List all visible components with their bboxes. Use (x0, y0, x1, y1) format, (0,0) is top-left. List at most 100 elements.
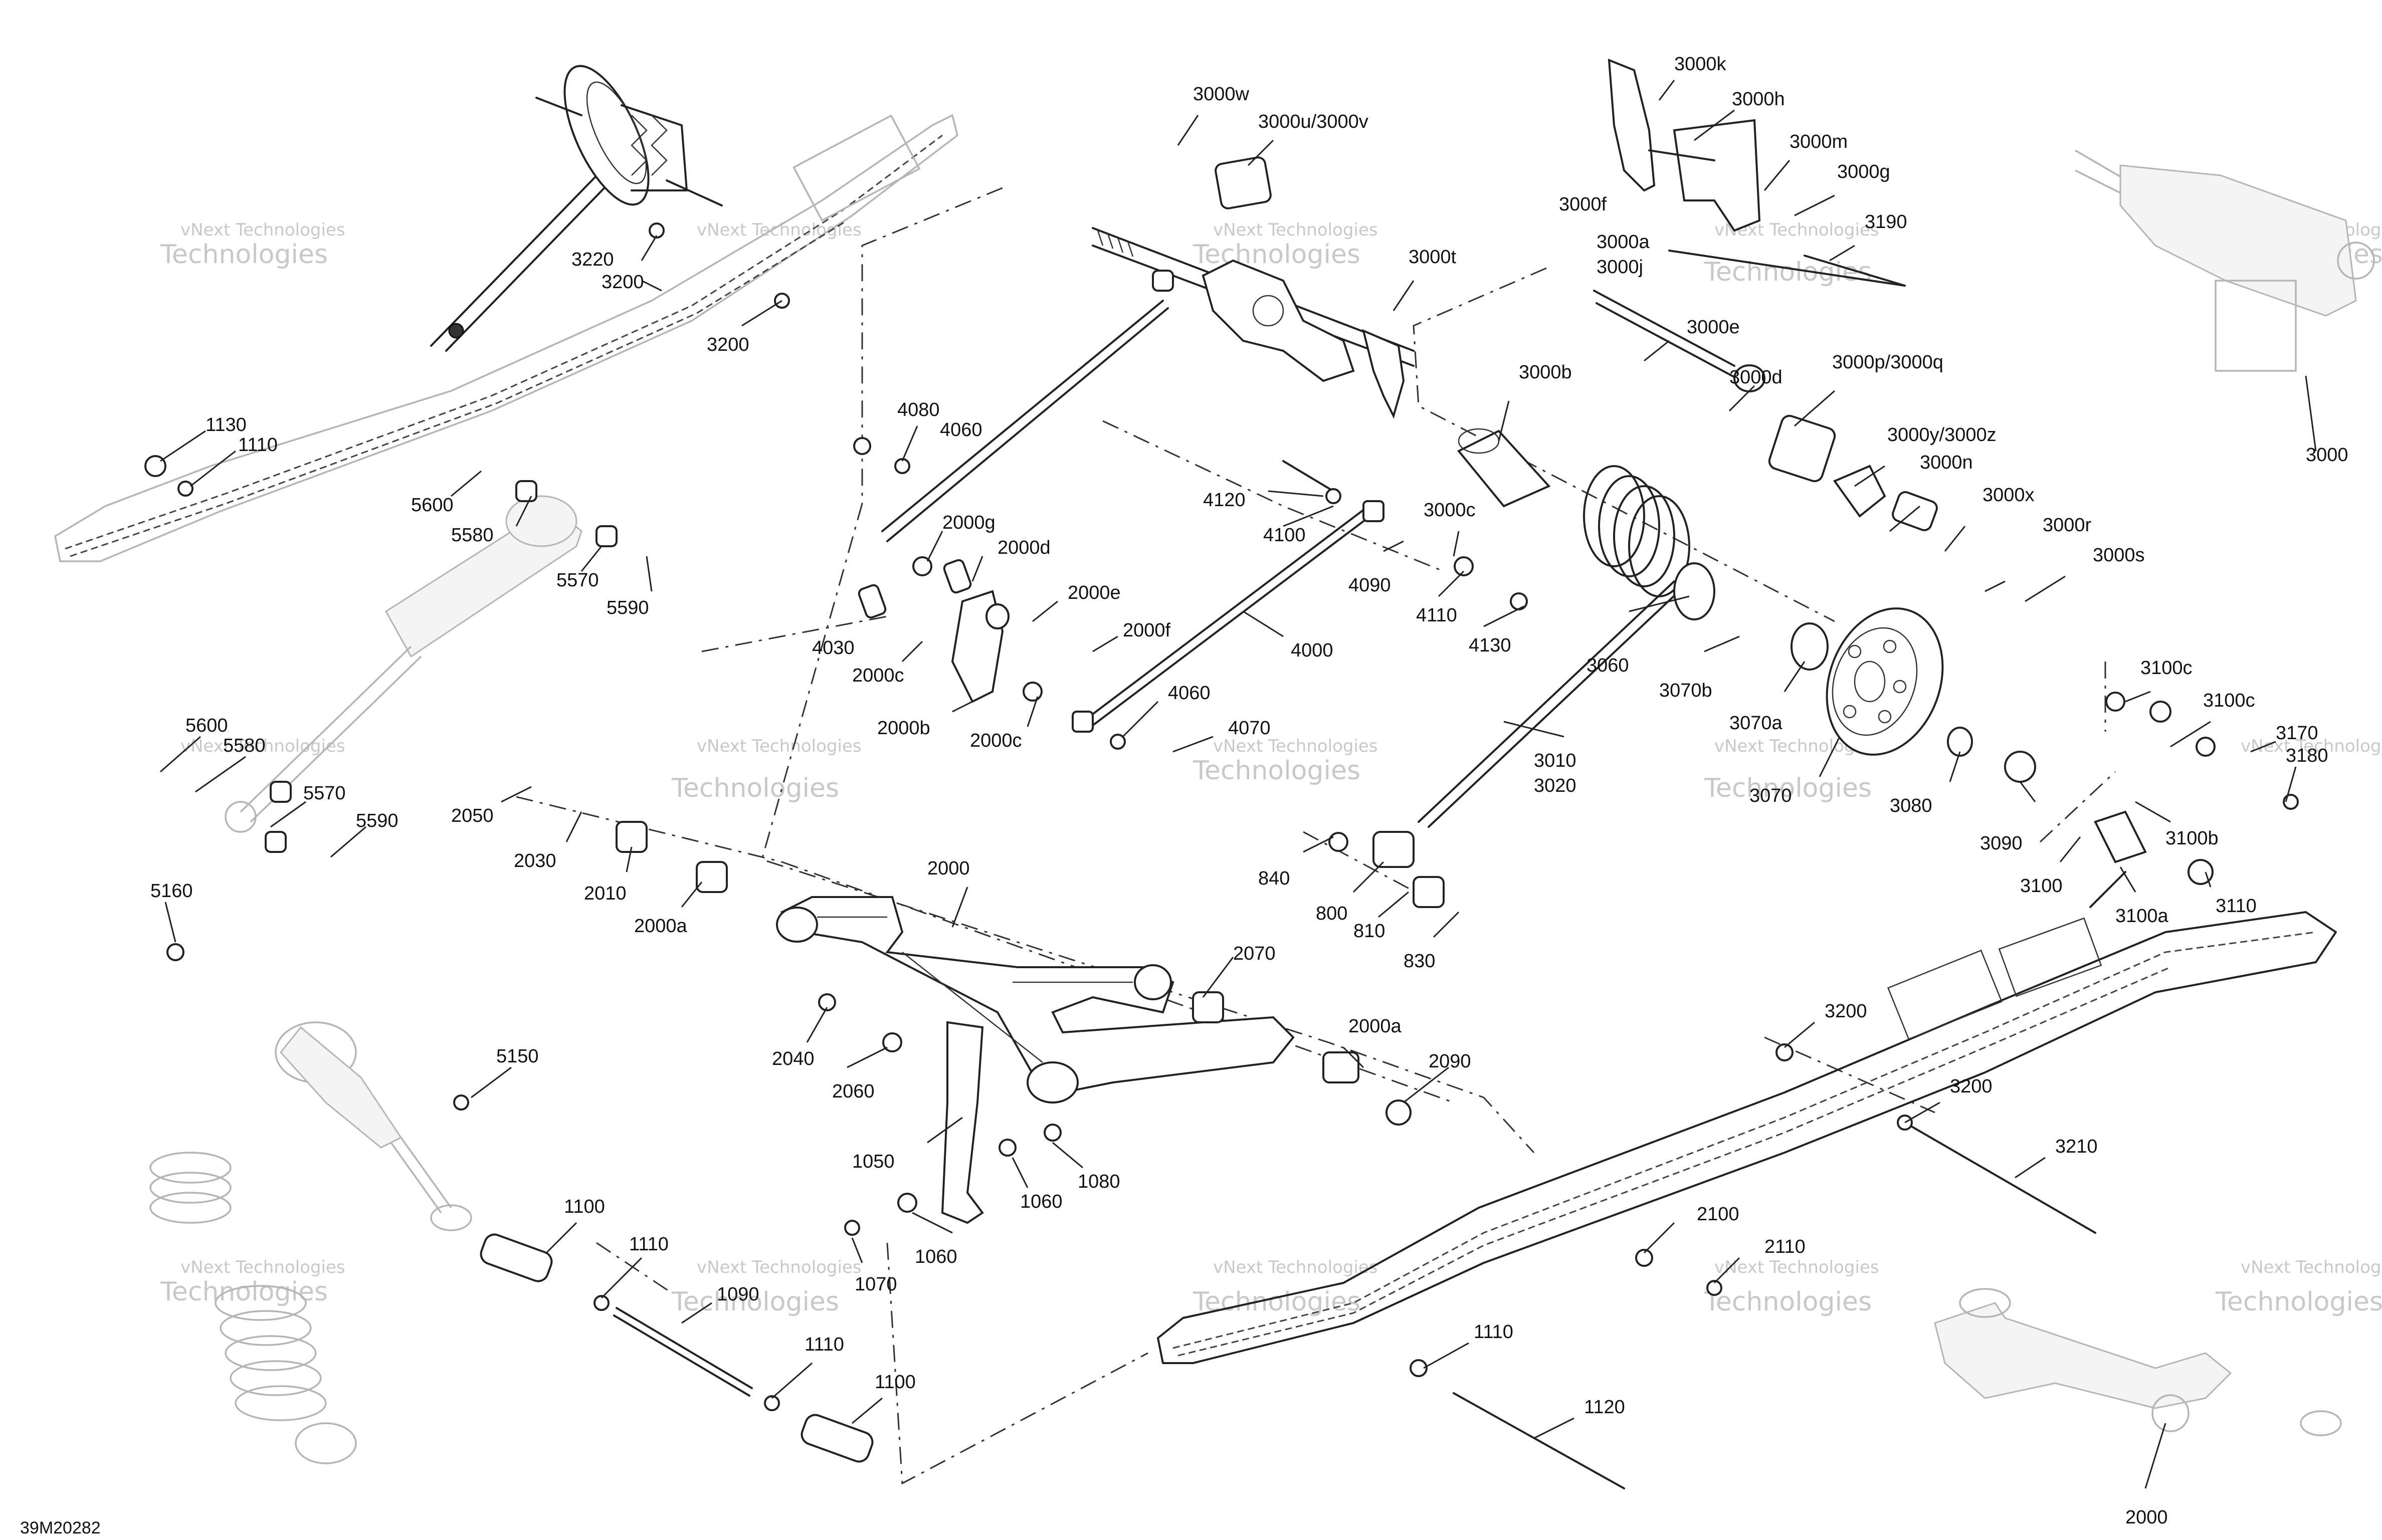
callout-label: 1120 (1584, 1397, 1625, 1418)
callout-label: 2000a (1348, 1016, 1402, 1037)
callout-label: 3200 (1825, 1001, 1867, 1022)
callout-label: 3170 (2276, 723, 2318, 744)
callout-label: 3200 (1950, 1076, 1993, 1097)
left-rail-ghost (54, 114, 958, 562)
callout-label: 4080 (897, 399, 940, 420)
callout-label: 2070 (1233, 943, 1276, 964)
callout-label: 5600 (411, 495, 454, 516)
callout-label: 2000f (1123, 620, 1171, 641)
watermark-line1: vNext Technologies (1714, 1257, 1879, 1277)
axle-assembly-3000 (1092, 227, 1415, 419)
callout-label: 2100 (1697, 1204, 1739, 1225)
watermark-line1: vNext Technologies (697, 1257, 862, 1277)
callout-label: 5590 (356, 810, 399, 831)
callout-label: 2050 (451, 805, 494, 826)
callout-label: 3000e (1687, 317, 1740, 338)
watermark-line2: Technologies (1704, 773, 1872, 803)
callout-label: 3110 (2216, 896, 2257, 917)
callout-label: 2110 (1764, 1236, 1806, 1257)
callout-label: 1090 (717, 1284, 759, 1305)
callout-label: 5150 (496, 1046, 539, 1067)
callout-label: 1100 (875, 1372, 916, 1393)
watermark-line1: vNext Technologies (1213, 1257, 1378, 1277)
watermark-line2: Technologies (2215, 1287, 2382, 1317)
callout-label: 810 (1353, 921, 1385, 942)
callout-label: 3000h (1732, 89, 1785, 110)
rear-shock-ghost (149, 1021, 472, 1464)
watermark-line1: vNext Technologies (180, 220, 345, 240)
callout-label: 5570 (556, 570, 599, 591)
watermark-line2: Technologies (160, 1277, 328, 1307)
callout-label: 2000g (942, 512, 996, 533)
callout-label: 4030 (812, 637, 855, 658)
torsion-spring-3010 (1418, 465, 1690, 828)
callout-label: 1110 (805, 1334, 844, 1355)
watermark-line2: Technologies (1193, 240, 1360, 270)
callout-label: 3070a (1729, 713, 1783, 734)
callout-label: 1110 (238, 434, 278, 456)
swing-arm-2000 (776, 896, 1295, 1224)
callout-label: 3100a (2115, 906, 2169, 927)
callout-label: 3000j (1597, 257, 1643, 278)
callout-label: 3020 (1534, 775, 1576, 796)
callout-label: 3000x (1982, 485, 2035, 506)
callout-label: 830 (1404, 951, 1435, 972)
callout-label: 1070 (855, 1274, 897, 1295)
rear-spring-assembly-ghost (430, 65, 723, 352)
callout-label: 3200 (602, 272, 644, 293)
callout-label: 3100c (2203, 690, 2255, 711)
callout-label: 3000n (1920, 452, 1973, 473)
bracket-3000k (1608, 58, 1906, 287)
ghost-parts (54, 65, 2375, 1464)
callout-label: 4110 (1416, 605, 1457, 626)
callout-label: 3000g (1837, 161, 1890, 182)
long-bolts (613, 255, 2096, 1489)
callout-label: 4060 (940, 419, 982, 441)
callout-label: 3220 (571, 249, 614, 270)
block-3000u (1215, 156, 1272, 209)
callout-label: 4130 (1469, 635, 1511, 656)
watermark-line2: Technologies (1704, 1287, 1872, 1317)
callout-label: 2000 (927, 858, 970, 879)
callout-label: 3180 (2286, 745, 2328, 766)
front-arm-ghost (2075, 149, 2375, 372)
callout-label: 3000p/3000q (1832, 352, 1943, 373)
watermark-line2: Technologies (1193, 1287, 1360, 1317)
callout-label: 2040 (772, 1048, 815, 1069)
callout-label: 3000a (1597, 232, 1650, 253)
watermark-line2: Technologies (1193, 756, 1360, 786)
callout-label: 3000w (1193, 84, 1250, 105)
callout-label: 3000k (1674, 54, 1727, 75)
callout-label: 3070 (1749, 785, 1792, 806)
callout-label: 3000 (2306, 445, 2348, 466)
callout-label: 2090 (1429, 1051, 1471, 1072)
rod-3000e (1593, 290, 1938, 531)
watermark-line1: vNext Technologies (1213, 736, 1378, 756)
callout-label: 3000u/3000v (1258, 111, 1368, 132)
callout-label: 3090 (1980, 833, 2023, 854)
callout-label: 3000b (1519, 362, 1572, 383)
callout-label: 1110 (629, 1234, 669, 1255)
callout-label: 3000y/3000z (1887, 424, 1997, 446)
callout-label: 2000c (970, 730, 1022, 751)
callout-label: 2030 (514, 850, 556, 871)
callout-label: 3100b (2165, 828, 2219, 849)
callout-label: 4100 (1263, 525, 1306, 546)
watermark-line2: Technologies (1704, 257, 1872, 287)
wheel-3070 (1673, 562, 2036, 783)
primary-parts (144, 58, 2337, 1489)
callout-label: 2000c (852, 665, 904, 686)
watermark-line1: vNext Technologies (697, 220, 862, 240)
callout-label: 5600 (185, 715, 228, 736)
callout-label: 3000d (1729, 367, 1782, 388)
callout-label: 3000m (1790, 131, 1848, 152)
callout-label: 3190 (1865, 211, 1907, 233)
callout-label: 3000s (2093, 545, 2145, 566)
callout-label: 5160 (150, 881, 193, 902)
callout-label: 5580 (223, 735, 266, 756)
callout-label: 3000r (2043, 515, 2092, 536)
drawing-number: 39M20282 (20, 1518, 101, 1537)
callout-label: 2000d (998, 537, 1051, 558)
callout-label: 4000 (1291, 640, 1333, 661)
